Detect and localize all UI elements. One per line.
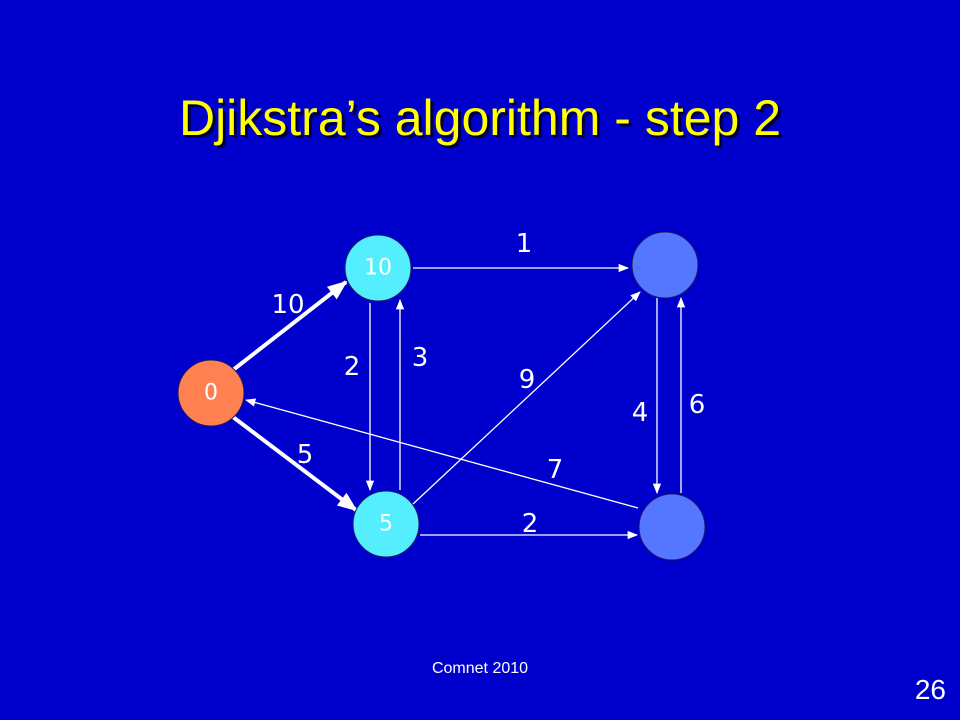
footer-text: Comnet 2010 <box>431 660 529 677</box>
page-number: 26 <box>914 674 946 705</box>
edge-weight-x-v: 9 <box>519 365 536 395</box>
edges <box>231 263 686 540</box>
node-v <box>631 231 699 299</box>
edge-weight-y-s: 7 <box>547 455 564 485</box>
slide-title: Djikstra’s algorithm - step 2 <box>178 90 782 146</box>
node-distance-u: 10 <box>364 256 392 281</box>
edge-weight-y-v: 6 <box>689 390 706 420</box>
node-circle-y <box>638 493 706 561</box>
edge-s-u <box>231 280 348 372</box>
nodes: 0 10 5 <box>177 231 706 561</box>
edge-weight-s-x: 5 <box>297 440 314 470</box>
node-circle-v <box>631 231 699 299</box>
edge-weight-s-u: 10 <box>271 290 304 320</box>
node-distance-s: 0 <box>204 381 218 406</box>
node-x: 5 <box>352 490 420 558</box>
node-s: 0 <box>177 359 245 427</box>
node-circle-x <box>352 490 420 558</box>
edge-y-s <box>244 398 639 509</box>
node-distance-x: 5 <box>379 512 393 537</box>
edge-s-x <box>231 415 358 512</box>
node-circle-u <box>344 234 412 302</box>
edge-weight-x-u: 3 <box>412 343 429 373</box>
node-circle-s <box>177 359 245 427</box>
node-u: 10 <box>344 234 412 302</box>
edge-weight-u-x: 2 <box>344 352 361 382</box>
edge-x-v <box>412 291 641 505</box>
node-y <box>638 493 706 561</box>
edge-weight-x-y: 2 <box>522 509 539 539</box>
edge-weight-u-v: 1 <box>516 229 533 259</box>
edge-weight-v-y: 4 <box>632 398 649 428</box>
